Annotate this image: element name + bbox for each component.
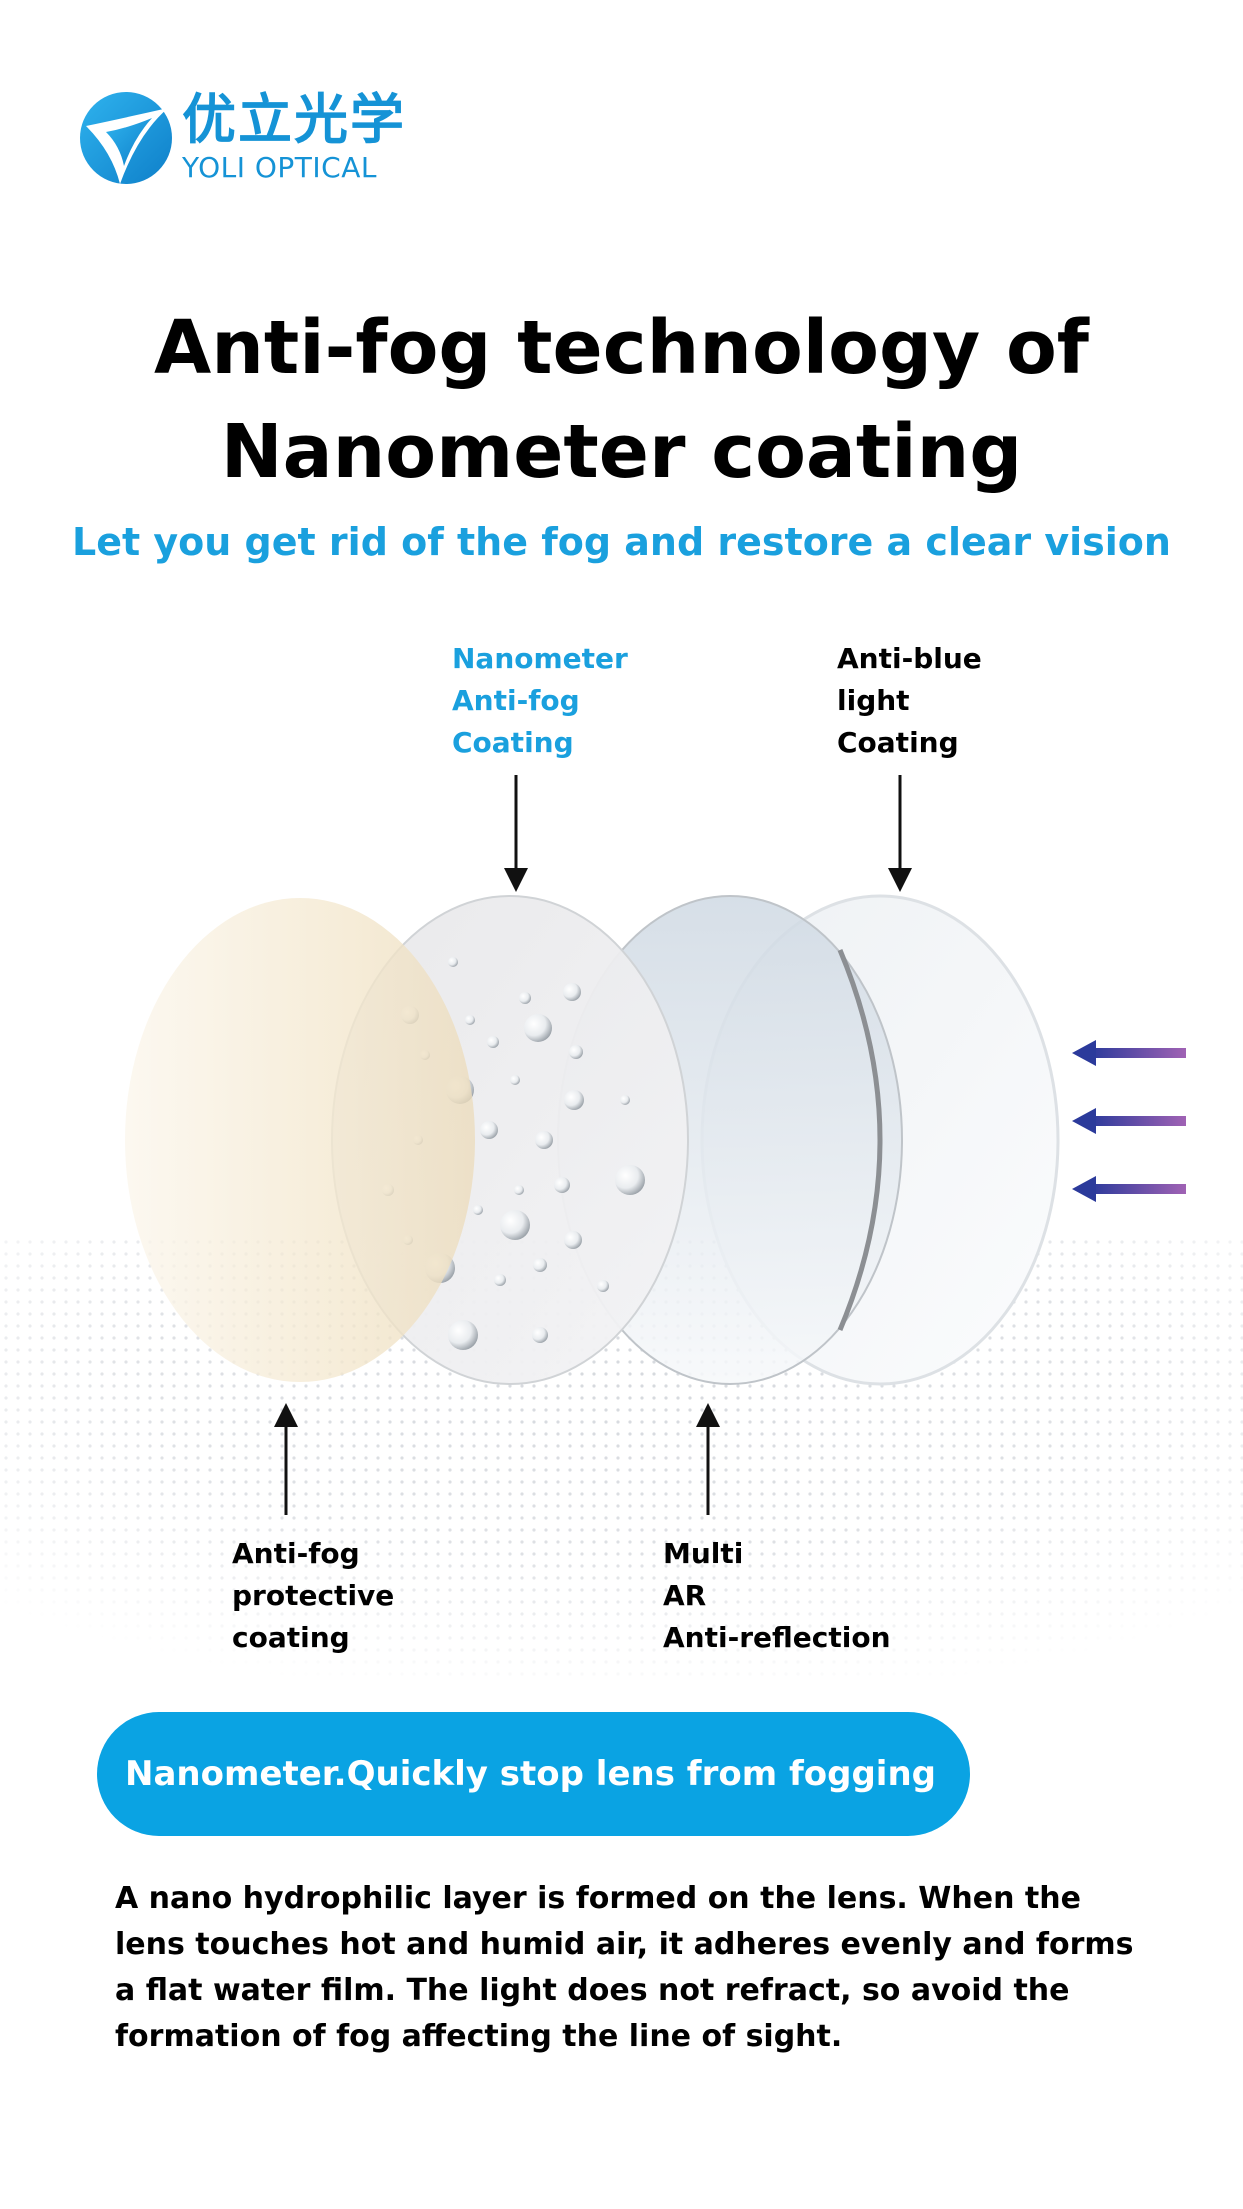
label-anti-fog-protective-coating: Anti-fog protective coating	[232, 1537, 395, 1654]
logo-mark-icon	[80, 92, 172, 184]
feature-banner-text: Nanometer.Quickly stop lens from fogging	[125, 1754, 937, 1794]
label-anti-blue-light-coating: Anti-blue light Coating	[837, 642, 982, 759]
brand-name-cn: 优立光学	[182, 88, 406, 151]
brand-logo: 优立光学 YOLI OPTICAL	[76, 84, 436, 194]
label-multi-ar-anti-reflection: Multi AR Anti-reflection	[663, 1537, 891, 1654]
incoming-light-arrows	[1072, 1040, 1186, 1202]
feature-banner: Nanometer.Quickly stop lens from fogging	[97, 1712, 970, 1836]
lens-anti-fog-protective	[125, 898, 475, 1382]
lens-layers-diagram: Nanometer Anti-fog Coating Anti-blue lig…	[0, 600, 1243, 1680]
page-title-line-1: Anti-fog technology of	[153, 305, 1089, 391]
brand-name-en: YOLI OPTICAL	[182, 151, 377, 184]
label-nanometer-anti-fog-coating: Nanometer Anti-fog Coating	[452, 642, 628, 759]
description-paragraph: A nano hydrophilic layer is formed on th…	[115, 1881, 1134, 2054]
lens-layers-illustration	[0, 775, 1243, 1680]
page-subtitle: Let you get rid of the fog and restore a…	[72, 520, 1171, 564]
page-title-line-2: Nanometer coating	[220, 409, 1023, 495]
page-title: Anti-fog technology of Nanometer coating	[0, 296, 1243, 504]
lens-multi-ar-edge	[837, 949, 883, 1331]
